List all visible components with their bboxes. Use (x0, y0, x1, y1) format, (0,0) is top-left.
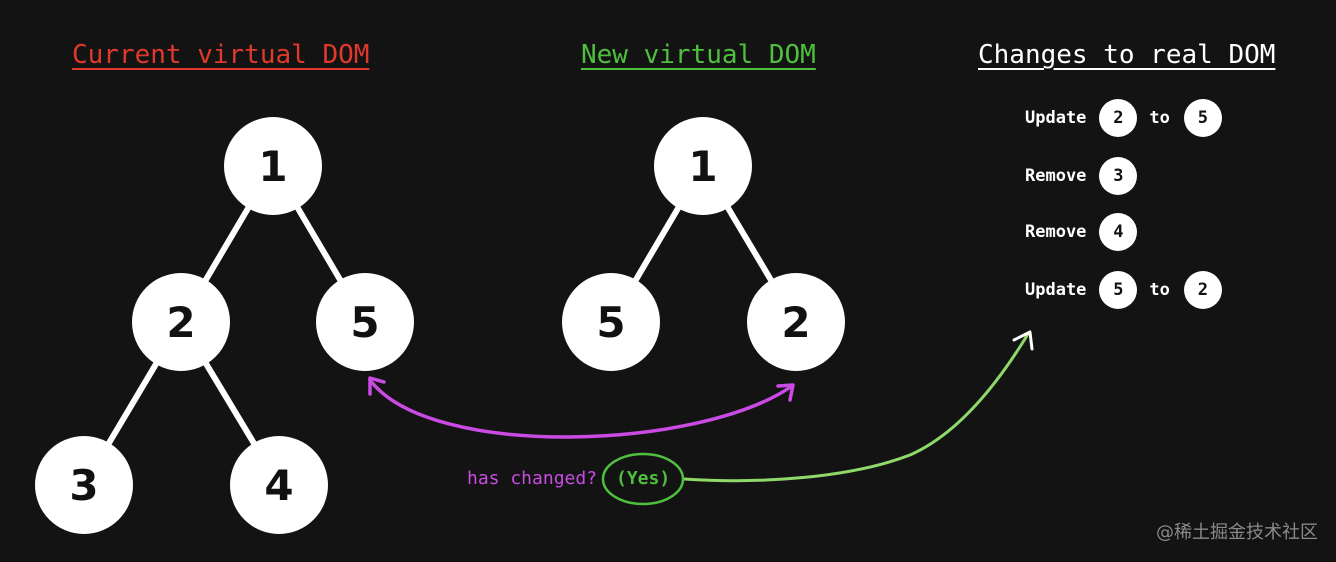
yes-oval (601, 452, 685, 506)
change-update-2-to-5: Update 2 to 5 (1025, 99, 1222, 137)
node-label: 2 (781, 298, 810, 347)
watermark: @稀土掘金技术社区 (1156, 522, 1318, 543)
apply-arrow (682, 330, 1034, 483)
node-label: 5 (350, 298, 379, 347)
current-tree-node-2: 2 (132, 273, 230, 371)
new-tree-node-2: 2 (747, 273, 845, 371)
change-action: Remove (1025, 222, 1087, 242)
change-target-badge: 2 (1183, 271, 1222, 309)
change-remove-4: Remove 4 (1025, 213, 1138, 251)
change-update-5-to-2: Update 5 to 2 (1025, 271, 1222, 309)
change-connector: to (1149, 108, 1170, 128)
current-tree-node-5: 5 (316, 273, 414, 371)
change-remove-3: Remove 3 (1025, 157, 1138, 195)
node-label: 1 (688, 142, 717, 191)
node-label: 4 (264, 461, 293, 510)
has-changed-label: has changed? (467, 468, 598, 489)
change-target-badge: 5 (1183, 99, 1222, 137)
change-node-badge: 3 (1099, 157, 1138, 195)
change-node-badge: 2 (1099, 99, 1138, 137)
change-action: Update (1025, 108, 1087, 128)
change-node-badge: 5 (1099, 271, 1138, 309)
node-label: 3 (69, 461, 98, 510)
current-tree-node-3: 3 (35, 436, 133, 534)
node-label: 5 (596, 298, 625, 347)
change-connector: to (1149, 280, 1170, 300)
new-tree-node-5: 5 (562, 273, 660, 371)
new-virtual-dom-title: New virtual DOM (581, 40, 816, 70)
node-label: 2 (166, 298, 195, 347)
current-tree-node-4: 4 (230, 436, 328, 534)
change-node-badge: 4 (1099, 213, 1138, 251)
current-virtual-dom-title: Current virtual DOM (72, 40, 370, 70)
yes-label: (Yes) (616, 468, 671, 489)
compare-arrow (368, 376, 795, 439)
node-label: 1 (258, 142, 287, 191)
new-tree-node-1: 1 (654, 117, 752, 215)
change-action: Remove (1025, 166, 1087, 186)
real-dom-changes-title: Changes to real DOM (978, 40, 1276, 70)
change-action: Update (1025, 280, 1087, 300)
current-tree-node-1: 1 (224, 117, 322, 215)
